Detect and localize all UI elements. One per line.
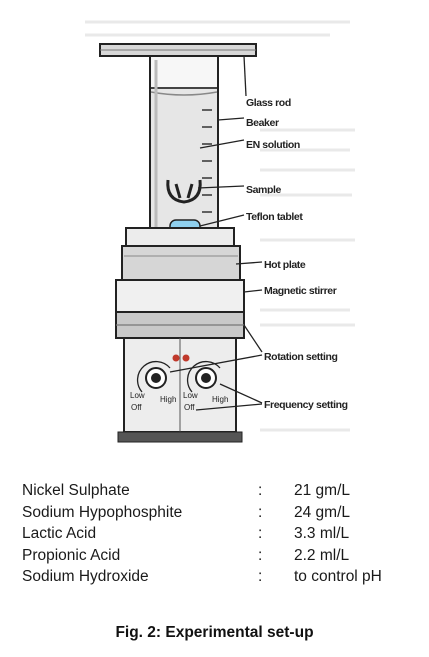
leader-lines bbox=[169, 55, 263, 411]
label-rotation-setting: Rotation setting bbox=[264, 351, 338, 363]
table-row: Sodium Hypophosphite : 24 gm/L bbox=[18, 502, 414, 524]
label-magnetic-stirrer: Magnetic stirrer bbox=[264, 285, 337, 297]
label-teflon-tablet: Teflon tablet bbox=[246, 211, 303, 223]
separator: : bbox=[258, 568, 263, 585]
chemical-name: Propionic Acid bbox=[22, 546, 121, 564]
apparatus-drawing: Low Off High Low Off High bbox=[99, 43, 348, 443]
frequency-knob-off-label: Off bbox=[184, 403, 195, 412]
bath-composition-table: Nickel Sulphate : 21 gm/L Sodium Hypopho… bbox=[18, 480, 414, 588]
separator: : bbox=[258, 482, 263, 499]
chemical-amount: 24 gm/L bbox=[294, 503, 351, 521]
label-beaker: Beaker bbox=[246, 117, 279, 129]
glass-rod bbox=[99, 43, 257, 57]
figure-caption: Fig. 2: Experimental set-up bbox=[115, 624, 314, 641]
indicator-light-left bbox=[172, 354, 180, 362]
indicator-light-right bbox=[182, 354, 190, 362]
table-row: Propionic Acid : 2.2 ml/L bbox=[18, 545, 414, 567]
rotation-knob-high-label: High bbox=[160, 395, 176, 404]
chemical-amount: 2.2 ml/L bbox=[294, 546, 350, 564]
magnetic-stirrer bbox=[115, 279, 245, 339]
chemical-amount: to control pH bbox=[294, 568, 382, 585]
rotation-knob-off-label: Off bbox=[131, 403, 142, 412]
chemical-amount: 21 gm/L bbox=[294, 482, 351, 499]
hot-plate bbox=[121, 227, 241, 281]
label-frequency-setting: Frequency setting bbox=[264, 399, 348, 411]
table-row: Lactic Acid : 3.3 ml/L bbox=[18, 523, 414, 545]
experimental-setup-diagram: Low Off High Low Off High bbox=[85, 20, 355, 443]
separator: : bbox=[258, 503, 263, 521]
sample bbox=[166, 179, 202, 204]
chemical-name: Sodium Hydroxide bbox=[22, 568, 149, 585]
beaker-graduations bbox=[202, 109, 212, 213]
label-sample: Sample bbox=[246, 184, 282, 196]
rotation-knob-low-label: Low bbox=[130, 391, 145, 400]
frequency-knob-low-label: Low bbox=[183, 391, 198, 400]
chemical-name: Lactic Acid bbox=[22, 525, 97, 542]
chemical-name: Nickel Sulphate bbox=[22, 482, 130, 499]
control-panel: Low Off High Low Off High bbox=[117, 337, 243, 443]
label-hot-plate: Hot plate bbox=[264, 259, 306, 271]
en-solution bbox=[151, 88, 217, 245]
separator: : bbox=[258, 546, 263, 564]
frequency-knob-high-label: High bbox=[212, 395, 228, 404]
table-row: Sodium Hydroxide : to control pH bbox=[18, 566, 414, 588]
beaker bbox=[149, 55, 219, 247]
separator: : bbox=[258, 525, 263, 542]
label-en-solution: EN solution bbox=[246, 139, 300, 151]
label-glass-rod: Glass rod bbox=[246, 97, 291, 109]
rotation-knob[interactable]: Low Off High bbox=[130, 360, 176, 412]
chemical-amount: 3.3 ml/L bbox=[294, 525, 350, 542]
chemical-name: Sodium Hypophosphite bbox=[22, 503, 183, 521]
table-row: Nickel Sulphate : 21 gm/L bbox=[18, 480, 414, 502]
